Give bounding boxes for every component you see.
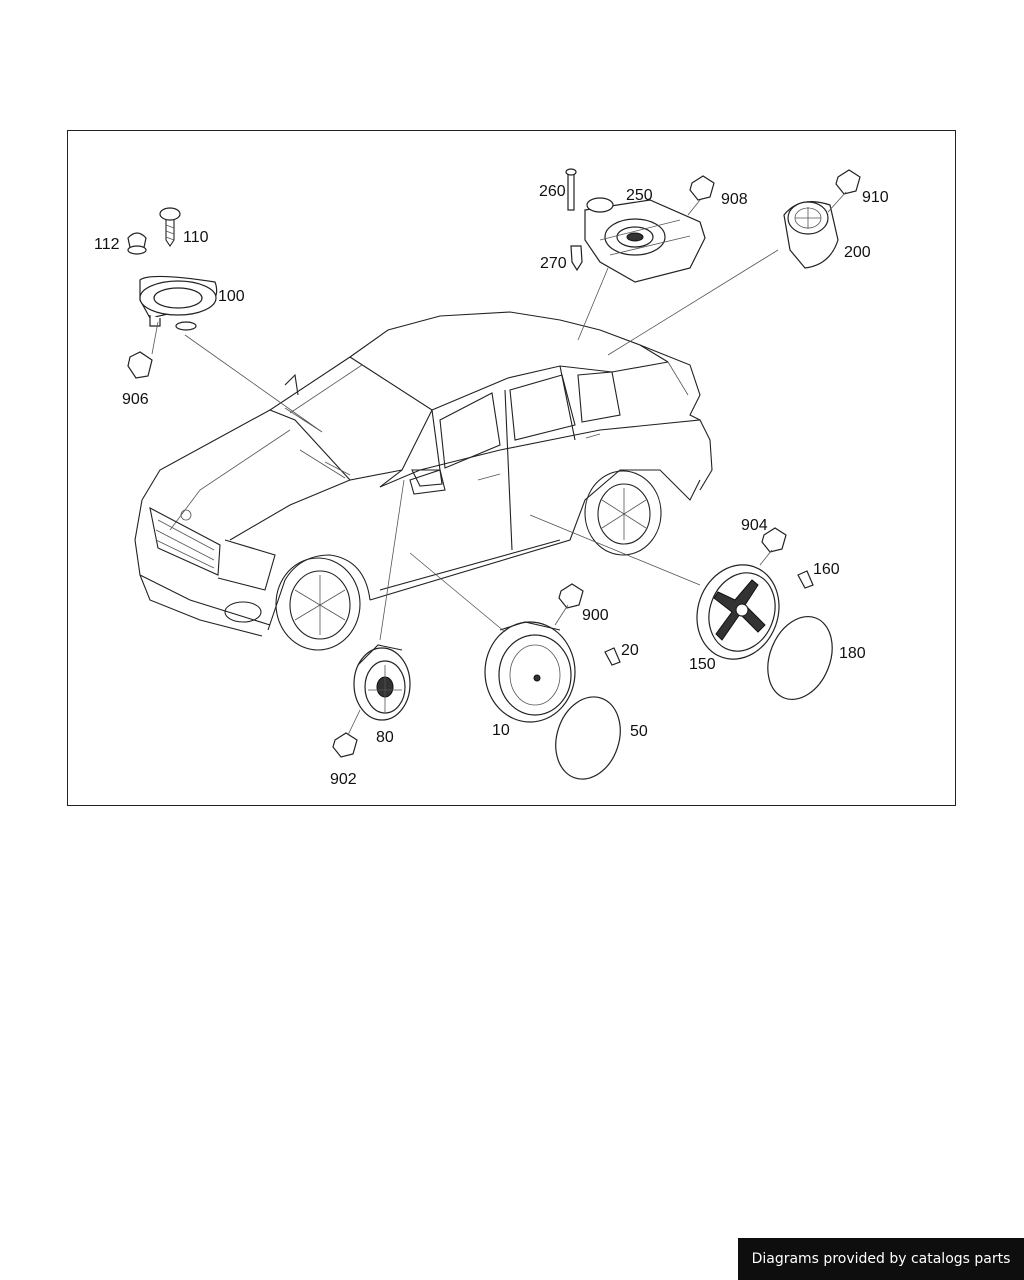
- part-160-screw: [797, 570, 814, 589]
- part-260-bolt: [565, 168, 577, 211]
- callout-112: 112: [94, 236, 120, 253]
- part-100-speaker: [139, 275, 218, 331]
- callout-910: 910: [862, 189, 889, 206]
- callout-200: 200: [844, 244, 871, 261]
- callouts: 260 250 908 910 270 200 112 110 100 906 …: [94, 183, 889, 788]
- callout-20: 20: [621, 642, 639, 659]
- callout-160: 160: [813, 561, 840, 578]
- part-80-speaker: [353, 644, 411, 721]
- tag-906: [127, 351, 153, 379]
- part-50-cover: [555, 696, 621, 780]
- part-180-cover: [767, 615, 833, 701]
- part-10-speaker: [484, 621, 576, 723]
- part-150-speaker: [696, 564, 780, 660]
- tag-910: [835, 169, 861, 195]
- callout-260: 260: [539, 183, 566, 200]
- car-illustration: [134, 311, 713, 651]
- part-110-screw: [159, 207, 181, 247]
- part-112-clip: [127, 232, 147, 255]
- tag-900: [558, 583, 584, 609]
- part-20-screw: [604, 647, 621, 666]
- callout-906: 906: [122, 391, 149, 408]
- callout-100: 100: [218, 288, 245, 305]
- tag-902: [332, 732, 358, 758]
- callout-80: 80: [376, 729, 394, 746]
- callout-908: 908: [721, 191, 748, 208]
- diagram-frame: [67, 130, 956, 806]
- callout-150: 150: [689, 656, 716, 673]
- callout-904: 904: [741, 517, 768, 534]
- callout-10: 10: [492, 722, 510, 739]
- part-250-subwoofer: [584, 197, 706, 283]
- footer-badge: Diagrams provided by catalogs parts: [738, 1238, 1024, 1280]
- callout-250: 250: [626, 187, 653, 204]
- callout-902: 902: [330, 771, 357, 788]
- callout-180: 180: [839, 645, 866, 662]
- tag-908: [689, 175, 715, 201]
- part-270-clip: [570, 245, 583, 272]
- part-200-speaker: [783, 201, 839, 269]
- callout-900: 900: [582, 607, 609, 624]
- callout-50: 50: [630, 723, 648, 740]
- callout-270: 270: [540, 255, 567, 272]
- tag-904: [761, 527, 787, 553]
- callout-110: 110: [183, 229, 209, 246]
- leader-lines: [151, 191, 847, 736]
